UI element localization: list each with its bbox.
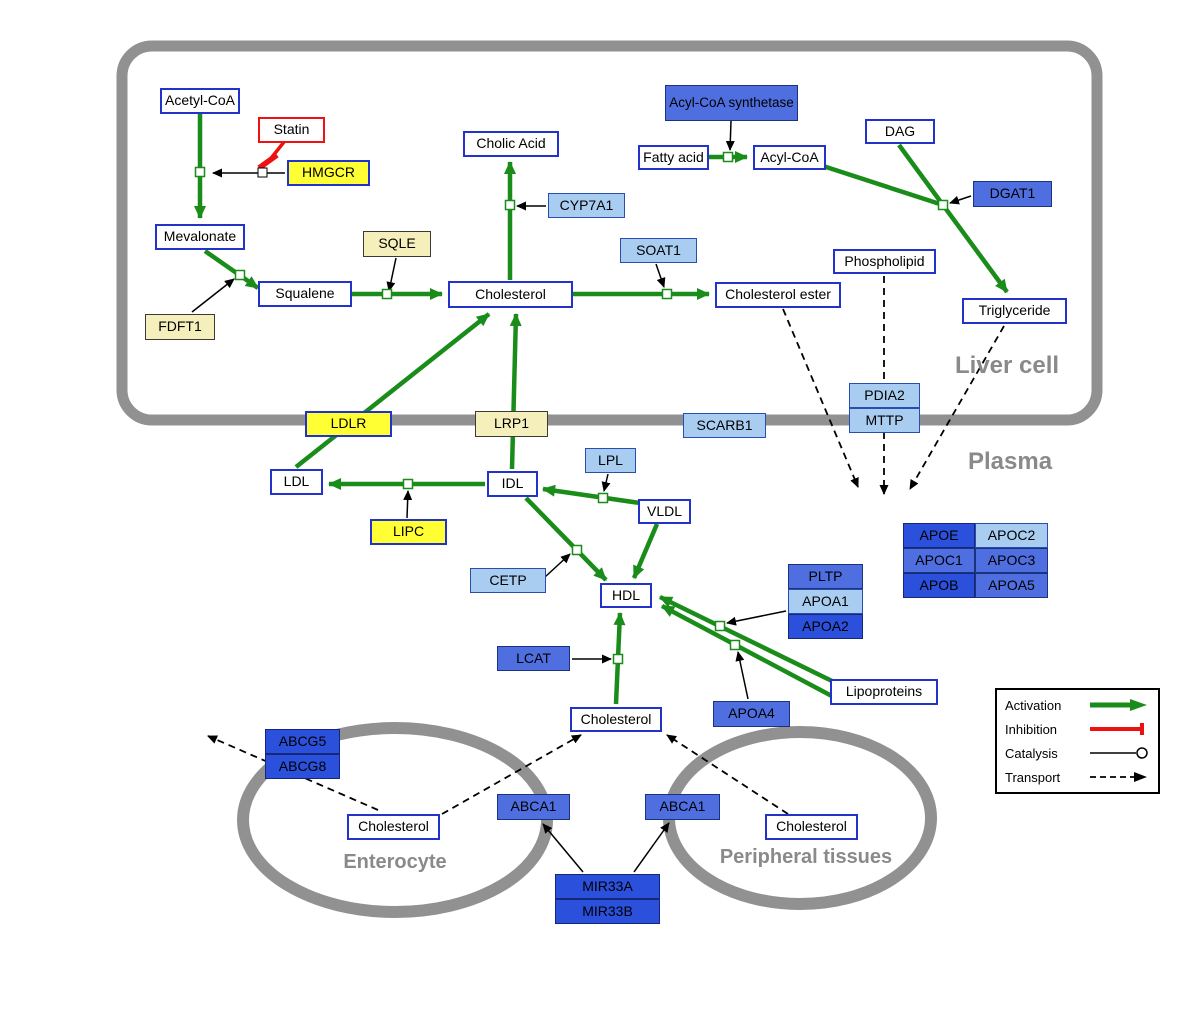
node-cholic-acid[interactable]: Cholic Acid	[463, 131, 559, 157]
plasma-label: Plasma	[968, 448, 1053, 475]
node-hmgcr[interactable]: HMGCR	[287, 160, 370, 186]
node-cholesterol-ester[interactable]: Cholesterol ester	[715, 282, 841, 308]
node-apoc1[interactable]: APOC1	[903, 548, 975, 573]
node-phospholipid[interactable]: Phospholipid	[833, 249, 936, 274]
node-idl[interactable]: IDL	[487, 471, 538, 497]
node-soat1[interactable]: SOAT1	[620, 238, 697, 263]
node-lcat[interactable]: LCAT	[497, 646, 570, 671]
node-pdia2[interactable]: PDIA2	[849, 383, 920, 408]
legend-inhibition-label: Inhibition	[1005, 721, 1058, 737]
inhibition-edge	[257, 140, 286, 171]
node-apoa4[interactable]: APOA4	[713, 701, 790, 727]
legend-catalysis-row: Catalysis	[997, 741, 1158, 765]
node-mir33b[interactable]: MIR33B	[555, 899, 660, 924]
legend-activation-row: Activation	[997, 693, 1158, 717]
node-acyl-coa-synthetase[interactable]: Acyl-CoA synthetase	[665, 85, 798, 121]
peripheral-tissues-label: Peripheral tissues	[719, 846, 893, 868]
node-cholesterol-hdl[interactable]: Cholesterol	[570, 707, 662, 732]
node-cetp[interactable]: CETP	[470, 568, 546, 593]
node-cholesterol-liver[interactable]: Cholesterol	[448, 281, 573, 308]
node-hdl[interactable]: HDL	[600, 583, 652, 608]
node-abca1-enterocyte[interactable]: ABCA1	[497, 794, 570, 820]
node-ldl[interactable]: LDL	[270, 469, 323, 495]
inhibition-bar-icon	[1090, 723, 1144, 735]
node-sqle[interactable]: SQLE	[363, 231, 431, 257]
activation-arrow-icon	[1090, 699, 1147, 711]
node-apoa2[interactable]: APOA2	[788, 614, 863, 639]
node-statin[interactable]: Statin	[258, 117, 325, 143]
node-triglyceride[interactable]: Triglyceride	[962, 298, 1067, 324]
node-apoc2[interactable]: APOC2	[975, 523, 1048, 548]
statin-target-anchor	[257, 167, 268, 178]
node-cyp7a1[interactable]: CYP7A1	[548, 193, 625, 218]
enterocyte-label: Enterocyte	[343, 851, 447, 873]
liver-cell-membrane	[116, 40, 1103, 426]
node-lrp1[interactable]: LRP1	[475, 411, 548, 437]
liver-cell-label: Liver cell	[955, 352, 1060, 379]
node-lipoproteins[interactable]: Lipoproteins	[830, 679, 938, 705]
node-lpl[interactable]: LPL	[585, 448, 636, 473]
node-lipc[interactable]: LIPC	[370, 519, 447, 545]
node-acetyl-coa[interactable]: Acetyl-CoA	[160, 88, 240, 114]
node-vldl[interactable]: VLDL	[638, 499, 691, 524]
node-acyl-coa[interactable]: Acyl-CoA	[753, 145, 826, 170]
node-cholesterol-enterocyte[interactable]: Cholesterol	[347, 814, 440, 840]
legend-transport-label: Transport	[1005, 769, 1061, 785]
node-apoe[interactable]: APOE	[903, 523, 975, 548]
legend-transport-row: Transport	[997, 765, 1158, 789]
activation-edges	[194, 113, 1009, 705]
catalysis-edges	[191, 120, 972, 873]
node-abcg8[interactable]: ABCG8	[265, 754, 340, 779]
node-apoa5[interactable]: APOA5	[975, 573, 1048, 598]
node-fdft1[interactable]: FDFT1	[145, 314, 215, 340]
legend: Activation Inhibition Catalysis Transpor…	[995, 688, 1160, 794]
node-apob[interactable]: APOB	[903, 573, 975, 598]
node-dgat1[interactable]: DGAT1	[973, 181, 1052, 207]
node-cholesterol-peripheral[interactable]: Cholesterol	[765, 814, 858, 840]
node-apoc3[interactable]: APOC3	[975, 548, 1048, 573]
reaction-anchors	[194, 151, 949, 665]
legend-activation-label: Activation	[1005, 697, 1062, 713]
node-scarb1[interactable]: SCARB1	[683, 413, 766, 438]
transport-arrow-icon	[1090, 772, 1147, 782]
node-mir33a[interactable]: MIR33A	[555, 874, 660, 899]
legend-catalysis-label: Catalysis	[1005, 745, 1058, 761]
node-fatty-acid[interactable]: Fatty acid	[638, 145, 709, 170]
catalysis-circle-icon	[1090, 747, 1148, 759]
node-abcg5[interactable]: ABCG5	[265, 729, 340, 754]
node-mevalonate[interactable]: Mevalonate	[155, 224, 245, 250]
node-pltp[interactable]: PLTP	[788, 564, 863, 589]
node-mttp[interactable]: MTTP	[849, 408, 920, 433]
node-ldlr[interactable]: LDLR	[305, 411, 392, 437]
node-abca1-peripheral[interactable]: ABCA1	[645, 794, 720, 820]
node-dag[interactable]: DAG	[865, 119, 935, 144]
node-apoa1[interactable]: APOA1	[788, 589, 863, 614]
enterocyte-membrane	[237, 722, 553, 918]
node-squalene[interactable]: Squalene	[258, 281, 352, 307]
legend-inhibition-row: Inhibition	[997, 717, 1158, 741]
